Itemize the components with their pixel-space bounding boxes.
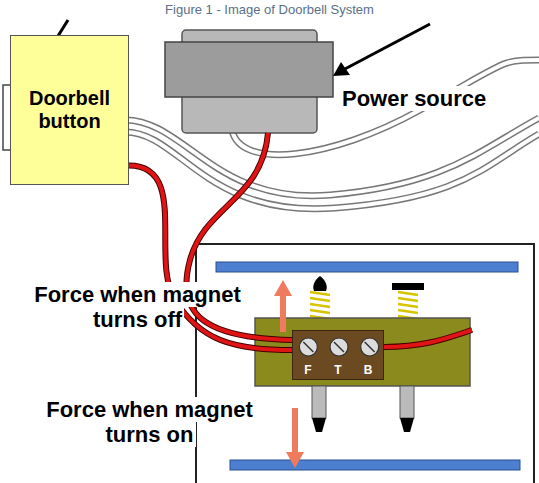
button-stroke <box>58 20 68 36</box>
red-wires <box>186 133 472 347</box>
callout-text: Power source <box>340 86 488 111</box>
screw-slot <box>303 342 313 352</box>
figure-title: Figure 1 - Image of Doorbell System <box>0 2 539 17</box>
terminal-letter: T <box>323 364 353 376</box>
plunger-cap <box>392 283 424 290</box>
spring <box>310 292 418 319</box>
plunger <box>312 386 414 432</box>
callout-label: Force when magnet turns off <box>5 282 270 333</box>
screw <box>330 338 348 356</box>
screw-slot <box>334 342 344 352</box>
callout-label: Force when magnet turns on <box>22 397 277 448</box>
screw <box>299 338 317 356</box>
button-label: Doorbell button <box>15 87 124 133</box>
chime-bar <box>230 460 520 470</box>
terminal-letter: B <box>353 364 383 376</box>
terminal-strip: FTB <box>292 330 384 380</box>
screw <box>361 338 379 356</box>
chime-housing <box>196 244 534 483</box>
terminal-letter: F <box>293 364 323 376</box>
power-transformer <box>165 30 333 133</box>
doorbell-button: Doorbell button <box>10 35 129 185</box>
screw-slot <box>365 342 375 352</box>
chime-bar <box>216 262 518 272</box>
callout-text: Force when magnet turns on <box>44 397 255 447</box>
callout-text: Force when magnet turns off <box>32 282 243 332</box>
plunger-tip <box>313 276 327 291</box>
callout-label: Power source <box>340 86 535 111</box>
leader-arrow <box>333 24 430 76</box>
